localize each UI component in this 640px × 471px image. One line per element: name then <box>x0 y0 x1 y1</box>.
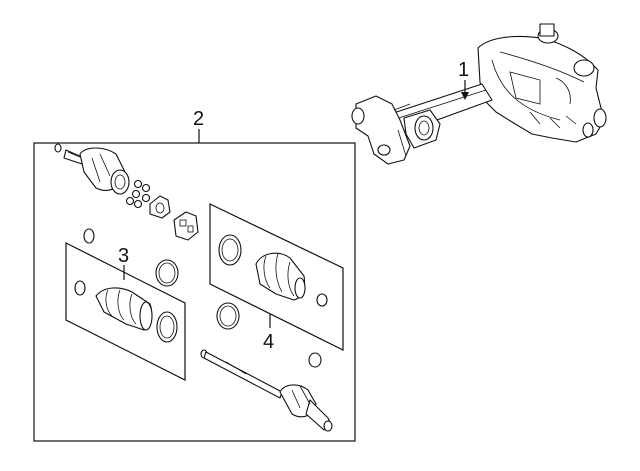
inner-boot-kit-panel[interactable] <box>65 242 186 381</box>
inner-boot-clamp-large[interactable] <box>156 311 178 343</box>
outer-boot-clamp-large[interactable] <box>218 234 242 266</box>
bearing-balls[interactable] <box>125 179 151 209</box>
inner-cv-housing[interactable] <box>279 384 333 432</box>
callout-3: 3 <box>118 245 129 267</box>
inner-clamp-small[interactable] <box>83 228 95 244</box>
callout-2: 2 <box>193 108 204 130</box>
cv-axle-assembly-frame[interactable] <box>33 142 356 442</box>
axle-housing[interactable] <box>351 23 607 165</box>
outer-boot[interactable] <box>255 252 306 301</box>
inner-grease-cap[interactable] <box>74 280 86 296</box>
outer-grease-cap[interactable] <box>316 293 328 307</box>
retaining-ring[interactable] <box>308 352 322 368</box>
outer-boot-kit-panel[interactable] <box>209 203 344 351</box>
callout-4: 4 <box>263 331 274 353</box>
inner-boot[interactable] <box>95 287 153 331</box>
cage[interactable] <box>173 211 199 241</box>
outer-cv-joint[interactable] <box>54 143 130 195</box>
axle-shaft[interactable] <box>200 349 283 399</box>
outer-boot-clamp-small[interactable] <box>216 302 240 330</box>
inner-race[interactable] <box>149 195 171 219</box>
callout-1: 1 <box>458 59 469 81</box>
inner-boot-clamp-medium[interactable] <box>155 259 179 287</box>
